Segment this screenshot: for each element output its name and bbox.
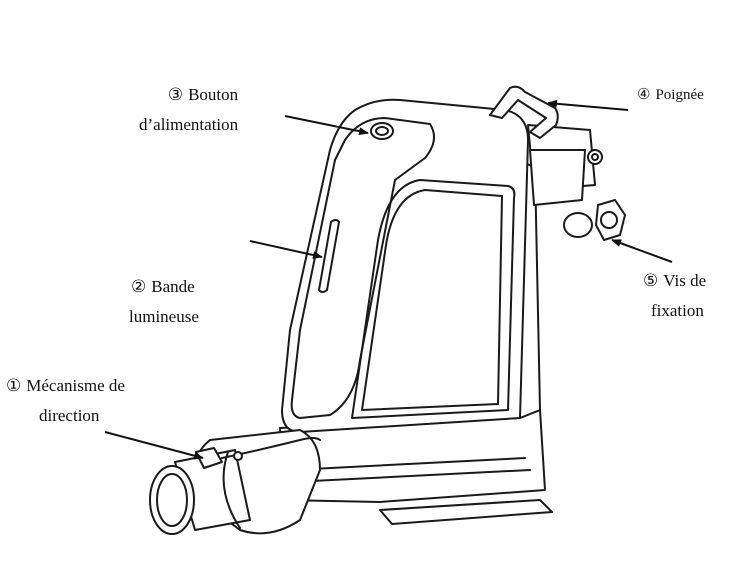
arrow-steering (104, 431, 204, 460)
mount-bracket-block (529, 149, 586, 206)
label-handle-line1: Poignée (655, 87, 704, 103)
label-power-button-line2: d’alimentation (139, 115, 239, 134)
label-fixing-screw-line2: fixation (651, 301, 704, 320)
device-drawing (149, 85, 626, 535)
handle-shape (489, 85, 559, 139)
arrow-handle (547, 99, 629, 111)
label-power-button-line1: Bouton (188, 85, 239, 104)
label-steering-line2: direction (39, 406, 100, 425)
arrow-power-button (284, 115, 369, 136)
base-plate (379, 499, 553, 525)
label-light-strip-number: ② (131, 277, 147, 296)
lower-housing-groove (291, 457, 526, 471)
fixing-screw-cap (600, 211, 618, 229)
label-steering-line1: Mécanisme de (26, 376, 125, 395)
nozzle-ring (222, 451, 241, 529)
light-strip-slot (318, 219, 340, 293)
arrow-light-strip (249, 240, 323, 259)
fixing-screw-shaft (563, 212, 593, 238)
main-frame (281, 98, 529, 433)
label-power-button-number: ③ (167, 85, 184, 104)
label-handle-number: ④ (637, 87, 651, 103)
label-fixing-screw-line1: Vis de (663, 271, 707, 290)
label-light-strip-line2: lumineuse (129, 307, 199, 326)
inner-window-2 (361, 189, 503, 411)
nozzle-opening-inner (156, 473, 188, 527)
steering-cable (221, 437, 321, 459)
leader-arrows (104, 99, 673, 460)
power-button-inner (375, 126, 389, 136)
lower-housing-groove-2 (291, 469, 531, 483)
arrow-fixing-screw (611, 239, 673, 263)
bracket-bolt-inner (591, 153, 599, 161)
label-steering-number: ① (6, 376, 22, 395)
steering-joint (233, 451, 243, 461)
label-fixing-screw-number: ⑤ (643, 271, 659, 290)
label-light-strip-line1: Bande (151, 277, 195, 296)
inner-window (351, 179, 516, 419)
